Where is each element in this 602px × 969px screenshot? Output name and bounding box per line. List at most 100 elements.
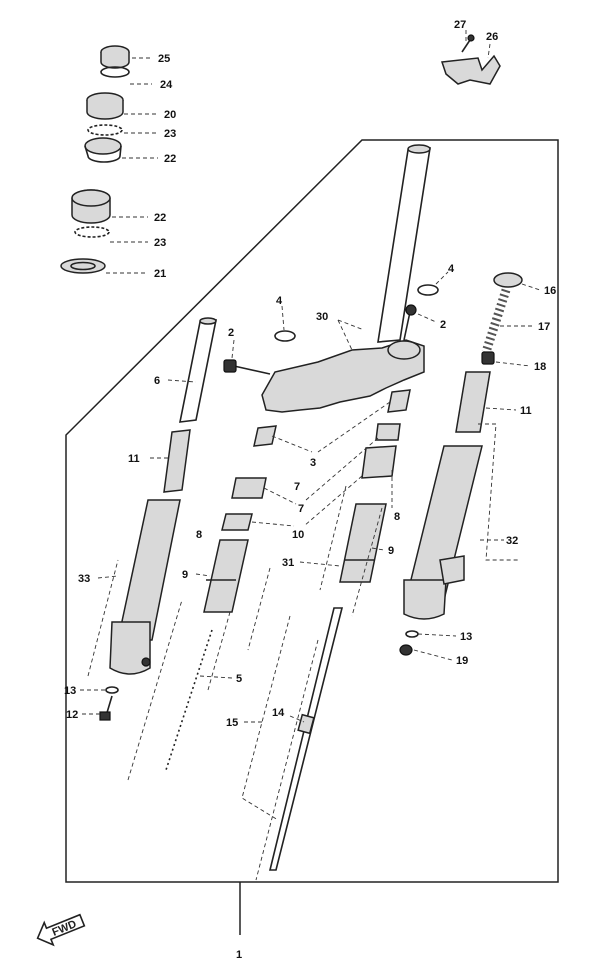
lead-10b	[303, 475, 363, 527]
spring-17	[481, 288, 511, 354]
bracket-mark-33	[87, 559, 183, 781]
bushing-7-right	[375, 423, 401, 441]
label-19: 19	[456, 655, 468, 667]
nut-19	[399, 644, 413, 656]
bushing-8-left	[221, 513, 253, 531]
label-15: 15	[226, 717, 238, 729]
label-13-right: 13	[460, 631, 472, 643]
label-7a: 7	[294, 481, 300, 493]
bracket-26	[440, 54, 501, 85]
outer-tube-32	[403, 445, 483, 620]
label-32: 32	[506, 535, 518, 547]
label-4-left: 4	[276, 295, 283, 307]
bracket-mark-fork-left	[207, 567, 271, 691]
label-18: 18	[534, 361, 546, 373]
lead-4-right	[435, 271, 449, 285]
lead-9-left	[195, 573, 211, 577]
cylinder-9-right	[339, 503, 387, 583]
bracket-clamp-right	[387, 340, 421, 360]
label-23b: 23	[154, 237, 166, 249]
label-26: 26	[486, 31, 498, 43]
label-4-right: 4	[448, 263, 455, 275]
nut-25	[100, 45, 130, 69]
label-14: 14	[272, 707, 285, 719]
steering-stem	[377, 144, 431, 343]
lead-5	[199, 675, 233, 679]
lead-30b	[337, 319, 365, 331]
label-2-left: 2	[228, 327, 234, 339]
label-22b: 22	[154, 212, 166, 224]
plug-18	[481, 351, 495, 365]
label-10: 10	[292, 529, 304, 541]
label-16: 16	[544, 285, 556, 297]
ball-race-23b	[74, 226, 110, 238]
lead-4-left	[281, 305, 285, 331]
label-27: 27	[454, 19, 466, 31]
seal-21	[60, 258, 106, 274]
label-8-left: 8	[196, 529, 202, 541]
lead-26	[487, 43, 491, 59]
bracket-mark-15	[241, 615, 319, 881]
collar-3-left	[253, 425, 277, 447]
bushing-8-right	[361, 445, 397, 479]
lead-3a	[271, 435, 313, 453]
o-ring-4-right	[417, 284, 439, 296]
lead-33	[97, 575, 119, 579]
bolt-27	[461, 34, 475, 53]
label-31: 31	[282, 557, 294, 569]
damper-rod-14	[268, 607, 344, 871]
under-bracket-30	[261, 339, 425, 413]
label-21: 21	[154, 268, 166, 280]
label-2-right: 2	[440, 319, 446, 331]
lead-2-left	[231, 339, 235, 359]
lead-10a	[251, 521, 295, 527]
collar-3-right	[387, 389, 411, 413]
lead-7a	[263, 487, 297, 505]
lead-6	[167, 379, 197, 383]
label-9-left: 9	[182, 569, 188, 581]
lead-3b	[317, 401, 391, 453]
fwd-label: FWD	[51, 918, 79, 939]
label-3: 3	[310, 457, 316, 469]
label-6: 6	[154, 375, 160, 387]
label-13-left: 13	[64, 685, 76, 697]
bracket-mark-32	[478, 423, 520, 561]
outer-tube-33	[109, 499, 181, 675]
lead-14	[289, 715, 305, 723]
label-24: 24	[160, 79, 173, 91]
label-33: 33	[78, 573, 90, 585]
ball-race-23a	[87, 124, 123, 136]
label-23a: 23	[164, 128, 176, 140]
lead-13-right	[417, 633, 457, 637]
label-11-right: 11	[520, 405, 532, 417]
bolt-2-right	[403, 304, 417, 341]
washer-13-left	[105, 686, 119, 694]
lead-11-right	[485, 407, 517, 411]
label-25: 25	[158, 53, 170, 65]
bolt-12	[99, 695, 113, 721]
dust-seal-11-left	[163, 429, 191, 493]
cap-16	[493, 272, 523, 288]
label-1: 1	[236, 949, 242, 961]
label-17: 17	[538, 321, 550, 333]
cone-race-22b	[71, 189, 111, 224]
label-5: 5	[236, 673, 242, 685]
label-20: 20	[164, 109, 176, 121]
bushing-7-left	[231, 477, 267, 499]
label-11-left: 11	[128, 453, 140, 465]
cylinder-9-left	[203, 539, 249, 613]
assembly-frame	[65, 139, 559, 883]
cone-race-22a	[84, 137, 122, 163]
dust-seal-11-right	[455, 371, 491, 433]
nut-20	[86, 92, 124, 120]
lead-2-right	[417, 313, 437, 323]
lead-30a	[337, 319, 353, 351]
inner-tube-6	[178, 317, 218, 423]
label-9-right: 9	[388, 545, 394, 557]
washer-13-right	[405, 630, 419, 638]
bracket-mark-31	[319, 485, 383, 617]
washer-24	[100, 66, 130, 78]
lead-9-right	[371, 547, 385, 551]
lead-19	[413, 649, 453, 661]
